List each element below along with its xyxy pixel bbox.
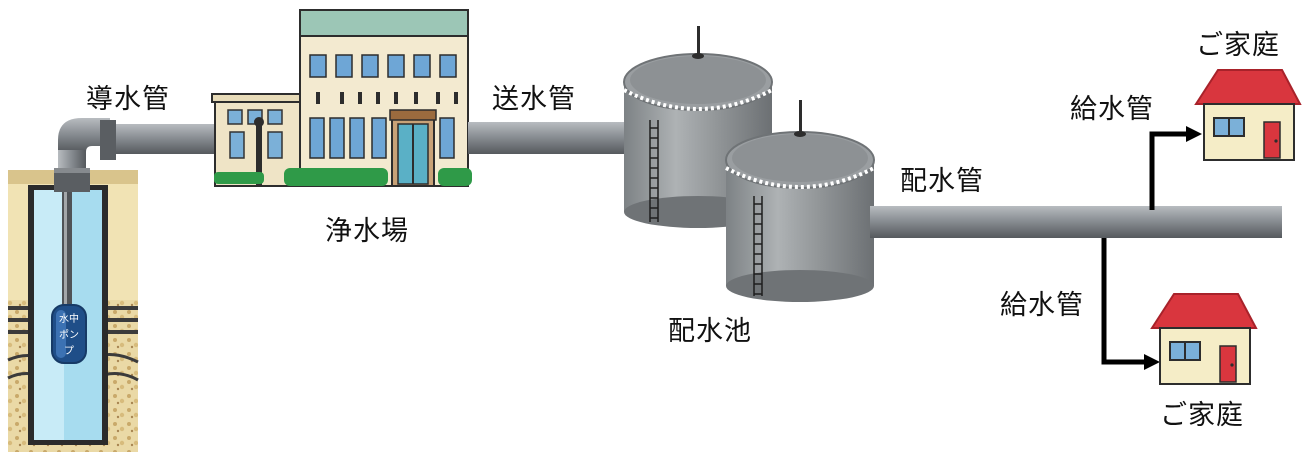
reservoir-tank-icon [623,26,875,302]
submersible-pump-icon: 水中 ポン プ [51,304,87,364]
well-icon [7,170,139,452]
svg-text:ポン: ポン [59,329,79,341]
home-label-bottom: ご家庭 [1160,400,1244,431]
svg-text:水中: 水中 [59,312,79,325]
house-icon [1194,69,1302,161]
intake-pipe [54,118,226,192]
service-pipe-label-top: 給水管 [1070,94,1154,125]
transmission-pipe [468,122,638,154]
house-icon [1150,293,1258,385]
intake-pipe-label: 導水管 [86,84,170,115]
home-label-top: ご家庭 [1196,30,1280,61]
svg-text:プ: プ [64,345,74,357]
treatment-plant-label: 浄水場 [325,216,409,247]
service-pipe-label-bottom: 給水管 [1000,290,1084,321]
transmission-pipe-label: 送水管 [492,84,576,115]
service-pipe-arrow-top [1149,126,1202,210]
water-treatment-plant-icon [211,9,472,187]
reservoir-label: 配水池 [668,316,752,347]
distribution-pipe [870,206,1282,238]
service-pipe-arrow-bottom [1101,238,1160,370]
distribution-pipe-label: 配水管 [900,166,984,197]
